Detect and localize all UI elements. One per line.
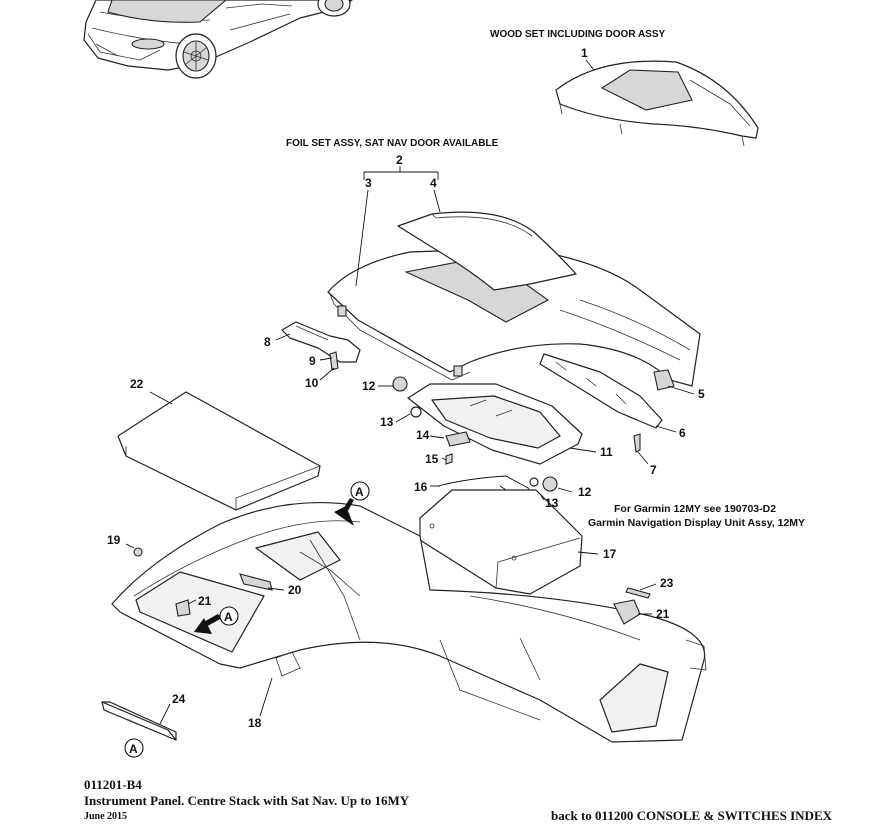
callout-16: 16	[414, 480, 428, 494]
caption-foil-set: FOIL SET ASSY, SAT NAV DOOR AVAILABLE	[286, 138, 499, 149]
part-23-pin	[625, 587, 651, 599]
callout-24: 24	[172, 692, 186, 706]
callout-23: 23	[660, 576, 674, 590]
part-8-bracket	[281, 321, 361, 363]
callout-21-right: 21	[656, 607, 670, 621]
callout-14: 14	[416, 428, 430, 442]
garmin-note-line1: For Garmin 12MY see 190703-D2	[614, 503, 776, 515]
callout-17: 17	[603, 547, 617, 561]
callout-22: 22	[130, 377, 144, 391]
svg-text:A: A	[355, 485, 364, 499]
callout-12-lower: 12	[578, 485, 592, 499]
callout-19: 19	[107, 533, 121, 547]
callout-11: 11	[600, 445, 613, 459]
caption-wood-set: WOOD SET INCLUDING DOOR ASSY	[490, 29, 666, 40]
part-5-clip	[653, 369, 675, 391]
callout-13-lower: 13	[545, 496, 559, 510]
leader-lines	[125, 59, 695, 725]
callout-15: 15	[425, 452, 439, 466]
callout-1: 1	[581, 46, 588, 60]
part-17-display-unit	[419, 489, 583, 595]
callout-6: 6	[679, 426, 686, 440]
part-18-centre-stack-housing	[111, 501, 707, 743]
part-3-foil-panel	[327, 247, 701, 387]
svg-text:A: A	[224, 610, 233, 624]
view-marker-a-inner: A	[219, 606, 239, 626]
part-14-switch	[445, 431, 471, 447]
callout-5: 5	[698, 387, 705, 401]
back-to-index-link[interactable]: back to 011200 CONSOLE & SWITCHES INDEX	[551, 808, 832, 823]
part-11-bezel	[407, 383, 583, 465]
part-19-screw	[133, 547, 143, 557]
callout-7: 7	[650, 463, 657, 477]
view-marker-a-top: A	[350, 481, 370, 501]
callout-10: 10	[305, 376, 319, 390]
part-6-bracket	[539, 353, 663, 429]
diagram-title: Instrument Panel. Centre Stack with Sat …	[84, 793, 410, 808]
callout-12-upper: 12	[362, 379, 376, 393]
callout-20: 20	[288, 583, 302, 597]
part-22-lid	[117, 391, 321, 511]
part-13-grommet	[410, 406, 539, 487]
part-4-foil-door	[397, 211, 577, 291]
garmin-note-line2: Garmin Navigation Display Unit Assy, 12M…	[588, 517, 805, 529]
part-20-bracket	[239, 573, 273, 591]
view-arrow-a-inner	[194, 614, 222, 634]
diagram-date: June 2015	[84, 811, 128, 822]
callout-4: 4	[430, 176, 437, 190]
svg-text:A: A	[129, 742, 138, 756]
part-1-wood-set	[555, 60, 759, 147]
part-15-screw	[445, 453, 453, 465]
callout-18: 18	[248, 716, 262, 730]
part-7-screw	[633, 433, 641, 453]
vehicle-thumbnail	[83, 0, 353, 79]
view-arrow-a-top	[334, 498, 354, 526]
part-24-strip	[101, 701, 177, 741]
view-marker-a-bottom: A	[124, 738, 144, 758]
part-9-screw	[329, 351, 339, 371]
callout-2: 2	[396, 153, 403, 167]
callout-9: 9	[309, 354, 316, 368]
part-12-knob	[392, 376, 558, 492]
callout-8: 8	[264, 335, 271, 349]
callout-21-left: 21	[198, 594, 212, 608]
diagram-reference-code: 011201-B4	[84, 777, 142, 792]
callout-3: 3	[365, 176, 372, 190]
callout-13-upper: 13	[380, 415, 394, 429]
